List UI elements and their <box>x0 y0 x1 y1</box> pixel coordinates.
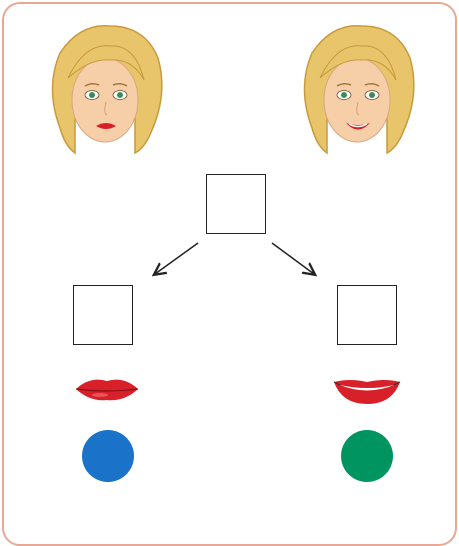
top-answer-box[interactable] <box>206 174 266 234</box>
left-answer-box[interactable] <box>73 285 133 345</box>
left-arrow <box>155 242 199 274</box>
smiling-lips-icon <box>333 380 401 404</box>
right-arrow <box>271 242 314 274</box>
girl-face-closed-lips-icon <box>51 25 163 155</box>
right-answer-box[interactable] <box>337 285 397 345</box>
branch-arrows <box>0 242 459 530</box>
girl-face-smiling-icon <box>303 25 415 155</box>
closed-lips-icon <box>75 379 139 401</box>
green-circle[interactable] <box>341 430 393 482</box>
blue-circle[interactable] <box>82 430 134 482</box>
